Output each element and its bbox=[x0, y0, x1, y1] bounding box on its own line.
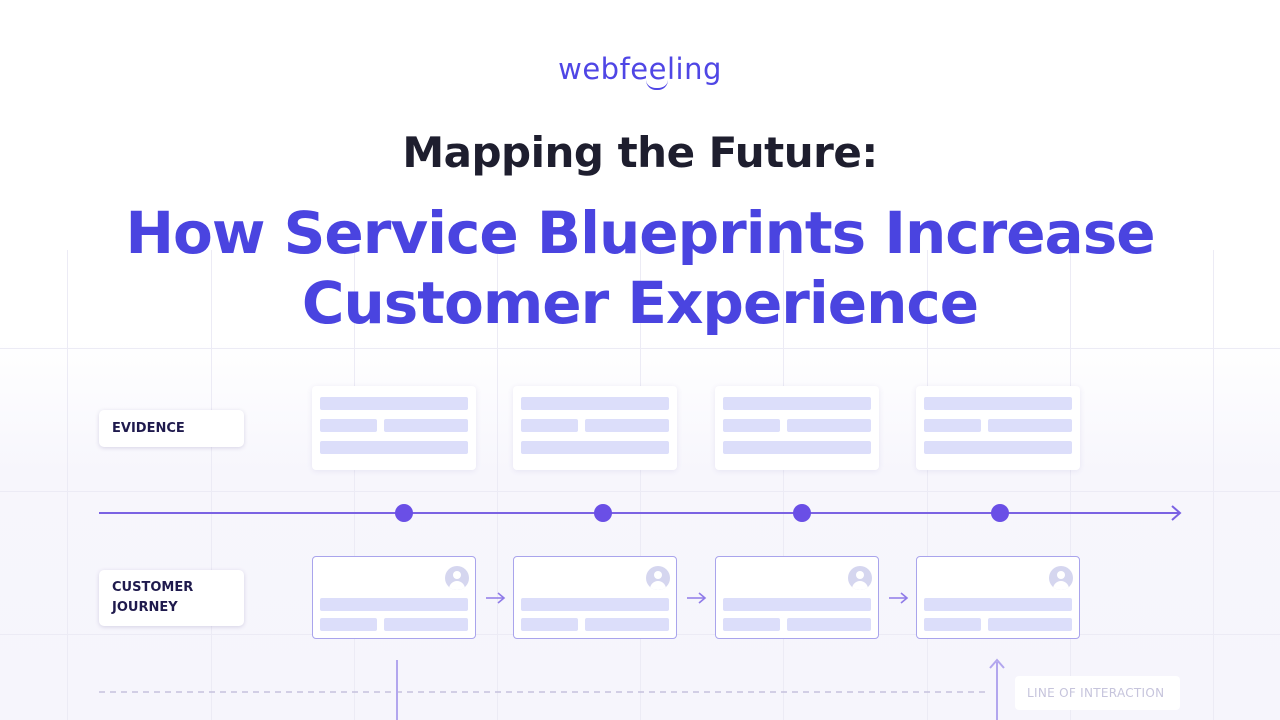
timeline-dot bbox=[594, 504, 612, 522]
timeline-dot bbox=[395, 504, 413, 522]
journey-card bbox=[715, 556, 879, 639]
journey-card bbox=[312, 556, 476, 639]
evidence-card bbox=[312, 386, 476, 470]
evidence-label: EVIDENCE bbox=[99, 410, 244, 447]
user-avatar-icon bbox=[848, 566, 872, 590]
user-avatar-icon bbox=[445, 566, 469, 590]
flow-arrow-icon bbox=[687, 592, 707, 604]
flow-arrow-icon bbox=[889, 592, 909, 604]
brand-logo: webfeeling bbox=[558, 52, 722, 86]
evidence-card bbox=[715, 386, 879, 470]
user-avatar-icon bbox=[1049, 566, 1073, 590]
flow-arrow-icon bbox=[486, 592, 506, 604]
timeline-dot bbox=[793, 504, 811, 522]
timeline-dot bbox=[991, 504, 1009, 522]
customer-journey-label: CUSTOMER JOURNEY bbox=[99, 570, 244, 626]
evidence-card bbox=[916, 386, 1080, 470]
journey-card bbox=[513, 556, 677, 639]
journey-card bbox=[916, 556, 1080, 639]
headline-line-1: Mapping the Future: bbox=[402, 128, 878, 177]
user-avatar-icon bbox=[646, 566, 670, 590]
timeline-arrowhead-icon bbox=[1171, 505, 1182, 521]
logo-smile-icon bbox=[646, 80, 668, 90]
up-arrow-icon bbox=[989, 658, 1005, 669]
evidence-card bbox=[513, 386, 677, 470]
line-of-interaction-label: LINE OF INTERACTION bbox=[1015, 676, 1180, 710]
headline-line-2: How Service Blueprints Increase Customer… bbox=[125, 199, 1155, 337]
